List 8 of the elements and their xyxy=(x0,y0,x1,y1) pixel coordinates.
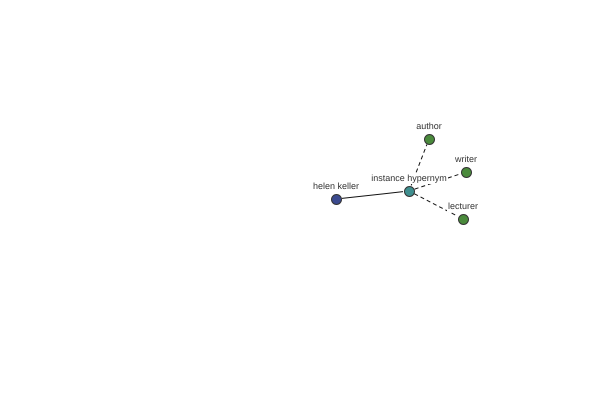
node-label: author xyxy=(415,120,443,132)
connector-line xyxy=(341,191,404,199)
node-label: helen keller xyxy=(312,180,360,192)
node-label: lecturer xyxy=(446,200,479,212)
node-label: writer xyxy=(454,154,478,164)
node-label: instance hypernym xyxy=(370,172,448,184)
connector-line xyxy=(410,144,428,186)
connector-line xyxy=(414,193,458,217)
